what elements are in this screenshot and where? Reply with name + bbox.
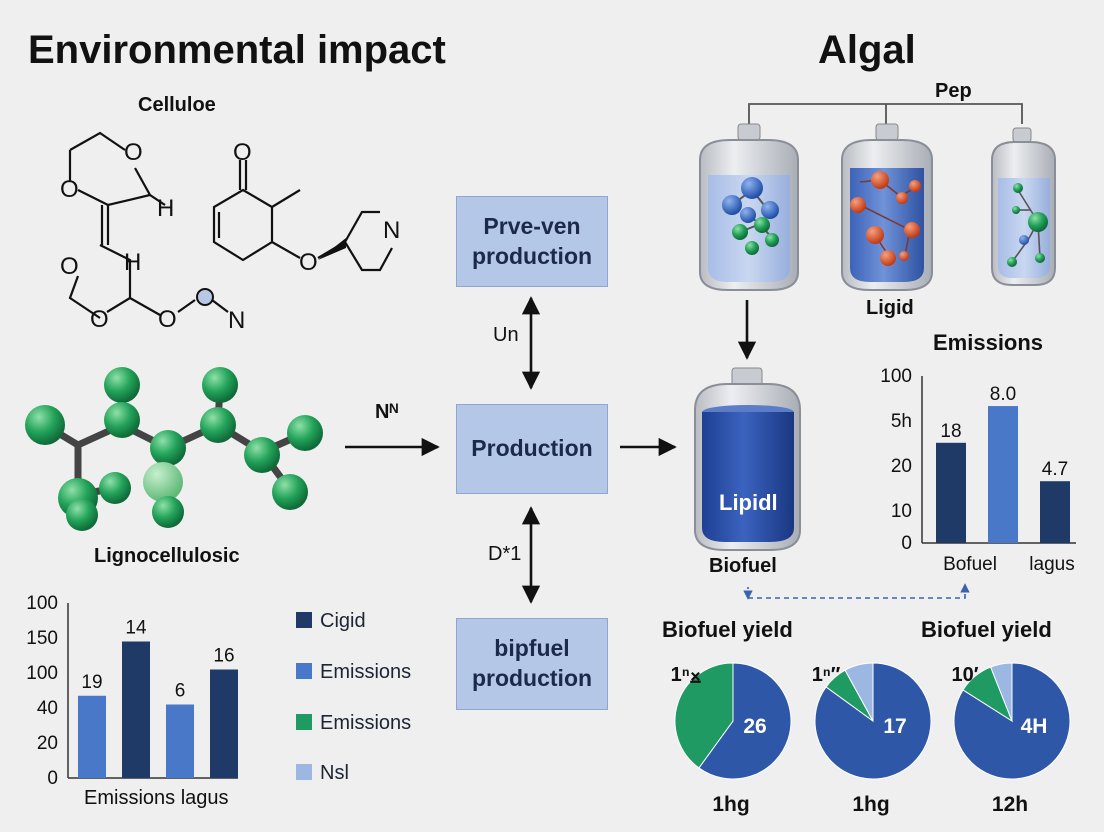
pie-corner-label: 1ⁿ⨱ [671, 664, 702, 686]
bar [1040, 481, 1070, 543]
pie-slice [698, 662, 792, 780]
y-tick-label: 100 [26, 593, 58, 614]
dashed-connector [748, 585, 965, 598]
atom-label: N [383, 217, 400, 244]
bar-data-label: 18 [940, 421, 961, 442]
legend-label: Cigid [320, 610, 366, 632]
production-box[interactable]: Production [456, 404, 608, 494]
pie-slice [674, 662, 734, 769]
bar-data-label: 19 [81, 672, 102, 693]
incoming-arrow-label: Nᴺ [375, 401, 399, 423]
y-tick-label: 40 [37, 698, 58, 719]
biofuel-tank-icon [694, 367, 801, 551]
pie-title-left: Biofuel yield [662, 617, 793, 642]
right-title: Algal [818, 28, 916, 72]
bar-data-label: 6 [175, 681, 186, 702]
legend-item: Emissions [296, 712, 411, 735]
legend-label: Emissions [320, 661, 412, 683]
bar [166, 704, 194, 778]
bar-data-label: 8.0 [990, 384, 1016, 405]
pie-center-label: 26 [743, 715, 766, 738]
arrow-down-label: D*1 [488, 543, 522, 565]
molecule-atom-labels: O O H O H O O N O O N [60, 139, 400, 334]
x-tick-label: lagus [1029, 554, 1074, 575]
legend-swatch [296, 663, 312, 679]
biofuel-label: Biofuel [709, 555, 777, 577]
flow-arrows [345, 296, 757, 604]
legend-label: Emissions [320, 712, 412, 734]
pie-center-label: 4H [1021, 715, 1048, 738]
atom-label: O [60, 253, 79, 280]
reactor-tank-red [841, 123, 933, 291]
left-chart-xlabel: Emissions lagus [84, 787, 229, 809]
pie-center-label: 17 [883, 715, 906, 738]
atom-label: O [124, 139, 143, 166]
atom-label: O [60, 176, 79, 203]
ligid-label: Ligid [866, 297, 914, 319]
left-title: Environmental impact [28, 28, 446, 72]
atom-label: O [233, 139, 252, 166]
atom-label: O [90, 306, 109, 333]
pep-connector [748, 103, 1023, 124]
y-tick-label: 100 [26, 663, 58, 684]
pie-slice [844, 662, 874, 722]
emissions-chart-title: Emissions [933, 330, 1044, 355]
pie-bottom-label: 1hg [852, 793, 889, 816]
bar-data-label: 4.7 [1042, 459, 1068, 480]
atom-label: H [124, 249, 141, 276]
legend-label: Nsl [320, 762, 349, 784]
biofuel-production-box[interactable]: bipfuel production [456, 618, 608, 710]
bar [210, 669, 238, 778]
pre-production-box[interactable]: Prve-ven production [456, 196, 608, 287]
reactor-tank-green [991, 127, 1056, 286]
y-tick-label: 150 [26, 628, 58, 649]
cellulose-label: Celluloe [138, 94, 216, 116]
legend-item: Emissions [296, 661, 411, 684]
bar [122, 641, 150, 778]
y-tick-label: 100 [880, 366, 912, 387]
pie-corner-label: 10′ [951, 664, 978, 686]
pie-title-right: Biofuel yield [921, 617, 1052, 642]
legend-swatch [296, 764, 312, 780]
pie-bottom-label: 12h [992, 793, 1028, 816]
y-tick-label: 0 [901, 533, 912, 554]
pie-bottom-label: 1hg [712, 793, 749, 816]
molecule-bond-wedge [196, 238, 346, 306]
legend-item: Nsl [296, 762, 349, 785]
pie-slice [990, 662, 1013, 722]
bar [988, 406, 1018, 543]
lignocellulosic-label: Lignocellulosic [94, 545, 240, 567]
y-tick-label: 5h [891, 411, 912, 432]
y-tick-label: 20 [891, 456, 912, 477]
bar-data-label: 16 [213, 646, 234, 667]
pie-corner-label: 1ⁿ″ [812, 664, 841, 686]
bar-data-label: 14 [125, 618, 147, 639]
lipid-tank-label: Lipidl [719, 490, 778, 515]
legend-swatch [296, 714, 312, 730]
bar [78, 695, 106, 778]
y-tick-label: 10 [891, 501, 912, 522]
atom-label: N [228, 307, 245, 334]
x-tick-label: Bofuel [943, 554, 997, 575]
legend-swatch [296, 612, 312, 628]
atom-label: O [299, 249, 318, 276]
y-tick-label: 20 [37, 733, 58, 754]
reactor-tank-blue [699, 123, 799, 291]
pep-label: Pep [935, 80, 972, 102]
atom-label: O [158, 306, 177, 333]
atom-label: H [157, 195, 174, 222]
y-tick-label: 0 [47, 768, 58, 789]
arrow-up-label: Un [493, 324, 519, 346]
legend-item: Cigid [296, 610, 366, 633]
bar [936, 442, 966, 543]
lignocellulosic-molecule-icon [25, 367, 323, 531]
